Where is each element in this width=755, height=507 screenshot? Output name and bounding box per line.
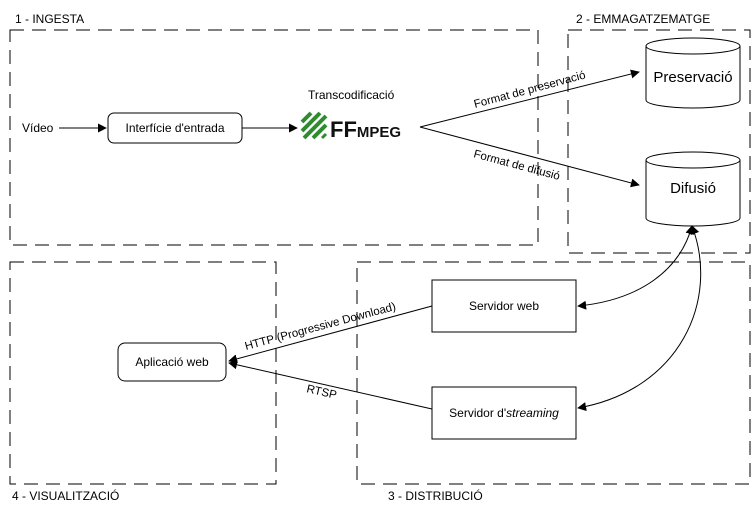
difusio-label: Difusió <box>670 180 716 197</box>
edge-difusio-servidor-web <box>577 225 695 310</box>
ffmpeg-logo-text: FFMPEG <box>330 117 401 142</box>
edge-label-rtsp: RTSP <box>305 383 338 402</box>
edge-servidor-streaming-to-aplicacio <box>228 360 433 410</box>
transcodificacio-label: Transcodificació <box>308 88 395 102</box>
edge-ffmpeg-to-difusio <box>419 126 640 188</box>
interface-label: Interfície d'entrada <box>125 121 224 135</box>
video-input-label: Vídeo <box>22 121 54 135</box>
edge-difusio-servidor-streaming <box>577 225 702 412</box>
servidor-streaming-label: Servidor d'streaming <box>449 406 559 420</box>
section-label-ingesta: 1 - INGESTA <box>15 12 84 26</box>
ffmpeg-stripes-icon <box>300 111 328 140</box>
aplicacio-web-node: Aplicació web <box>117 342 227 382</box>
interface-node: Interfície d'entrada <box>107 112 243 144</box>
region-visualitzacio <box>9 261 277 485</box>
section-label-visualitzacio: 4 - VISUALITZACIÓ <box>12 488 119 503</box>
edge-label-format-preservacio: Format de preservació <box>473 70 587 111</box>
edge-ffmpeg-to-preservacio <box>419 69 640 128</box>
preservacio-database: Preservació <box>645 37 741 109</box>
servidor-streaming-node: Servidor d'streaming <box>431 386 577 440</box>
section-label-emmagatzematge: 2 - EMMAGATZEMATGE <box>576 12 710 26</box>
edge-label-format-difusio: Format de difusió <box>472 148 561 183</box>
section-label-distribucio: 3 - DISTRIBUCIÓ <box>388 488 483 503</box>
preservacio-label: Preservació <box>653 69 732 86</box>
difusio-database: Difusió <box>645 151 741 227</box>
servidor-web-node: Servidor web <box>431 279 577 333</box>
servidor-web-label: Servidor web <box>469 299 539 313</box>
edge-servidor-web-to-aplicacio <box>228 305 433 364</box>
aplicacio-web-label: Aplicació web <box>135 355 209 369</box>
region-ingesta <box>9 29 539 246</box>
ffmpeg-logo: FFMPEG <box>300 111 401 142</box>
edge-label-http: HTTP (Progressive Download) <box>244 301 398 353</box>
